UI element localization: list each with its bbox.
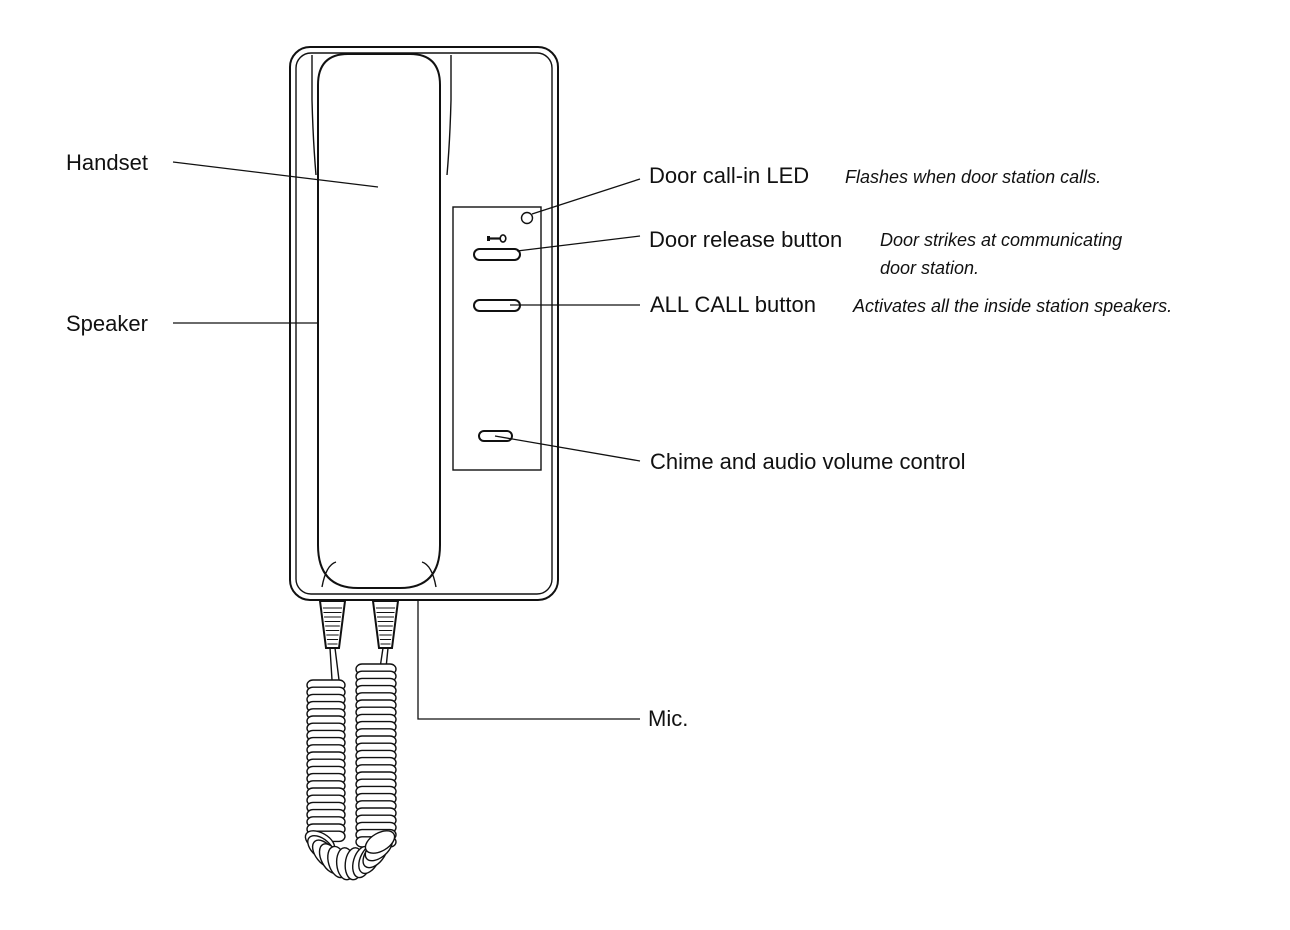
label-volume-control: Chime and audio volume control xyxy=(650,449,966,474)
key-icon xyxy=(487,234,507,243)
handset-body xyxy=(317,53,441,589)
cord-sleeve-ridges xyxy=(322,607,396,645)
handset-bottom-right-curve xyxy=(421,561,437,588)
coil-loop xyxy=(364,830,396,854)
leader-lines xyxy=(172,161,641,720)
leader-mic xyxy=(417,600,640,720)
cradle-left-contour xyxy=(311,55,317,176)
coil-bottom xyxy=(304,830,396,881)
label-handset: Handset xyxy=(66,150,148,175)
label-door-release: Door release button xyxy=(649,227,842,252)
desc-door-release-2: door station. xyxy=(880,258,979,278)
leader-door-release xyxy=(516,235,641,252)
coil-left xyxy=(306,679,346,843)
desc-door-release-1: Door strikes at communicating xyxy=(880,230,1122,250)
desc-door-call-led: Flashes when door station calls. xyxy=(845,167,1101,187)
label-all-call: ALL CALL button xyxy=(650,292,816,317)
cord-left-wire xyxy=(329,647,340,681)
door-call-led xyxy=(520,211,534,225)
leader-door-led xyxy=(531,178,641,215)
leader-handset xyxy=(172,161,379,188)
cradle-right-contour xyxy=(446,55,452,176)
desc-all-call: Activates all the inside station speaker… xyxy=(852,296,1172,316)
label-speaker: Speaker xyxy=(66,311,148,336)
leader-volume xyxy=(494,435,641,462)
control-panel-frame xyxy=(452,206,542,471)
handset-bottom-left-curve xyxy=(321,561,337,588)
coil-right xyxy=(355,663,397,848)
control-panel xyxy=(452,206,542,471)
handset-cord xyxy=(304,600,400,881)
handset[interactable] xyxy=(317,53,441,589)
label-mic: Mic. xyxy=(648,706,688,731)
label-door-call-led: Door call-in LED xyxy=(649,163,809,188)
door-release-button[interactable] xyxy=(473,248,521,261)
